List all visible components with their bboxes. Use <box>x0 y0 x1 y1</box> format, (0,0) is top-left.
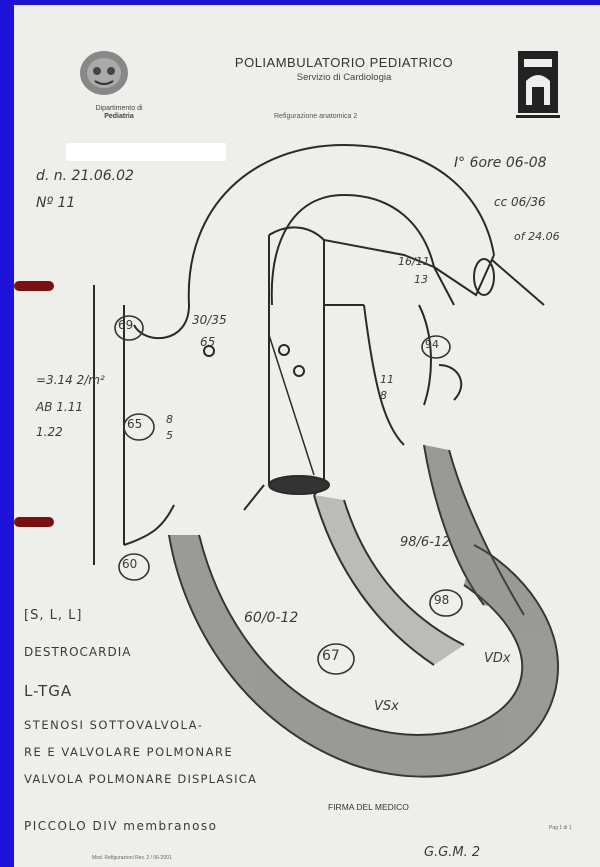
doctor-signature: G.G.M. 2 <box>424 845 480 860</box>
diagnosis-line1: [S, L, L] <box>24 608 82 623</box>
sat-value-67: 67 <box>322 648 340 664</box>
form-code: Mod. Refigurazioni Rev. 2 / 06-2001 <box>92 855 172 861</box>
note-aorta-values: 16/11 <box>398 255 430 268</box>
note-mid-values: 8 <box>166 413 173 426</box>
diagnosis-line4: STENOSI SOTTOVALVOLA- <box>24 718 203 732</box>
note-aorta-values-2: 13 <box>414 273 428 286</box>
diagnosis-line2: DESTROCARDIA <box>24 645 131 659</box>
sat-value-69: 69 <box>118 318 133 332</box>
sat-value-98: 98 <box>434 593 449 607</box>
note-ra-pressure-2: 65 <box>200 335 215 349</box>
page-number: Pag 1 di 1 <box>549 825 572 831</box>
signature-label: FIRMA DEL MEDICO <box>328 802 409 812</box>
aortic-arch-inner <box>272 195 434 305</box>
note-age: Nº 11 <box>36 195 75 211</box>
heart-diagram <box>14 5 600 867</box>
note-top-right-2: cc 06/36 <box>494 195 546 209</box>
sat-value-94: 94 <box>425 338 439 351</box>
note-la-values-2: 8 <box>380 389 387 402</box>
note-ab: AB 1.11 <box>36 400 83 414</box>
sat-value-65: 65 <box>127 417 142 431</box>
diagnosis-line5: RE E VALVOLARE POLMONARE <box>24 745 233 759</box>
note-top-right: I° 6ore 06-08 <box>454 155 547 171</box>
note-la-values: 11 <box>380 373 394 386</box>
note-top-right-3: of 24.06 <box>514 230 560 243</box>
note-val: 1.22 <box>36 425 63 439</box>
diagnosis-line6: VALVOLA POLMONARE DISPLASICA <box>24 772 257 786</box>
note-mid-values-2: 5 <box>166 429 173 442</box>
diagnosis-line7: PICCOLO DIV membranoso <box>24 819 218 833</box>
document-sheet: Dipartimento di Pediatria POLIAMBULATORI… <box>14 5 600 867</box>
note-rv-pressure: 98/6-12 <box>400 535 450 550</box>
note-vsx: VSx <box>374 699 399 714</box>
note-bsa: =3.14 2/m² <box>36 373 105 387</box>
note-date: d. n. 21.06.02 <box>36 168 134 184</box>
diagnosis-line3: L-TGA <box>24 682 72 700</box>
note-lv-pressure: 60/0-12 <box>244 610 298 626</box>
note-vdx: VDx <box>484 651 511 666</box>
note-ra-pressure: 30/35 <box>192 313 227 327</box>
aortic-arch-outer <box>189 145 494 305</box>
sat-value-60: 60 <box>122 557 137 571</box>
